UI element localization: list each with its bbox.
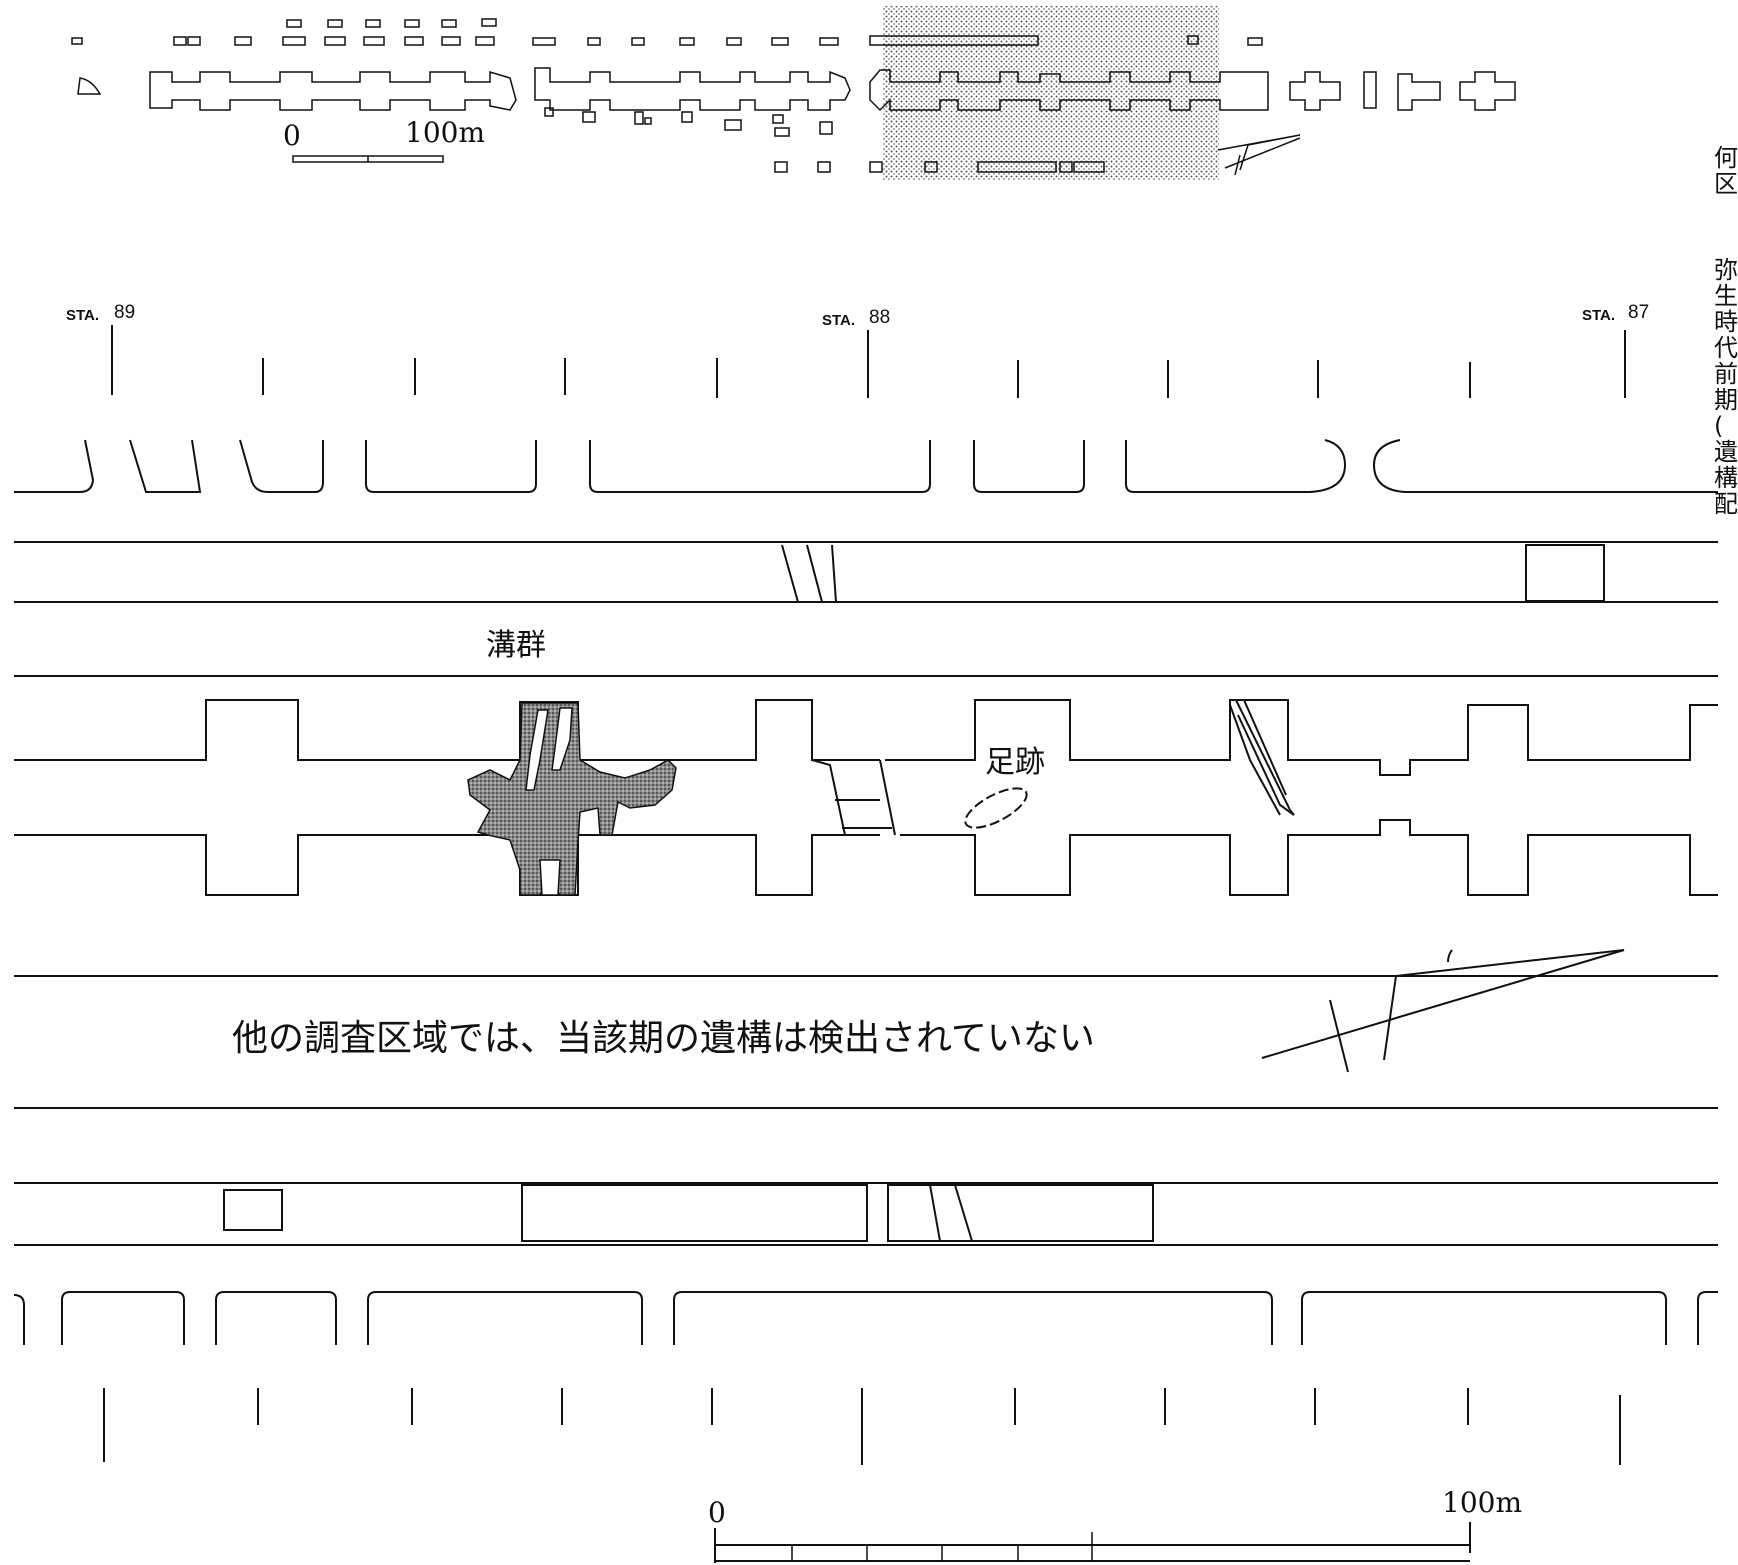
ditch-features-stippled [467, 702, 677, 896]
key-plan-scale-length: 100m [405, 116, 485, 149]
key-plan: 0 100m [71, 6, 1516, 180]
bottom-scale-length: 100m [1442, 1486, 1522, 1519]
station-ticks-top [111, 325, 1626, 398]
side-caption: 何 区 弥 生 時 代 前 期 ( 遺 構 配 [1714, 144, 1738, 518]
station-label-88: STA. 88 [822, 307, 890, 329]
svg-text:生: 生 [1714, 282, 1738, 310]
svg-text:遺: 遺 [1714, 438, 1738, 466]
svg-text:STA.: STA. [822, 312, 855, 329]
upper-strip [14, 541, 1718, 603]
svg-text:前: 前 [1714, 360, 1738, 388]
ditch-stippled-main [467, 702, 677, 896]
ditch-group-label: 溝群 [486, 628, 546, 663]
north-arrow-icon [1261, 949, 1625, 1073]
svg-text:期: 期 [1714, 386, 1738, 414]
footprint-outline [964, 787, 1028, 829]
lower-strip [14, 1107, 1718, 1246]
no-features-note: 他の調査区域では、当該期の遺構は検出されていない [232, 1018, 1095, 1059]
svg-text:区: 区 [1714, 170, 1738, 198]
svg-text:代: 代 [1714, 334, 1738, 362]
lower-trench-outlines [13, 1291, 1718, 1345]
key-plan-highlight-area [883, 6, 1219, 180]
upper-trench-outlines [14, 439, 1718, 493]
svg-text:構: 構 [1714, 464, 1738, 492]
key-plan-pit-markers [71, 18, 1263, 46]
upper-strip-feature-box [1525, 544, 1605, 602]
key-plan-lower-pits [544, 107, 1105, 173]
svg-text:時: 時 [1714, 308, 1738, 336]
svg-text:STA.: STA. [66, 307, 99, 324]
main-trench [14, 675, 1718, 977]
svg-text:88: 88 [869, 307, 890, 328]
svg-text:配: 配 [1714, 490, 1738, 518]
key-plan-strip [149, 67, 1516, 112]
station-label-87: STA. 87 [1582, 302, 1649, 324]
bottom-scale-zero: 0 [708, 1496, 726, 1529]
svg-text:STA.: STA. [1582, 307, 1615, 324]
svg-text:弥: 弥 [1714, 256, 1738, 284]
svg-text:何: 何 [1714, 144, 1738, 172]
bottom-scale-bar: 0 100m [708, 1486, 1522, 1563]
key-plan-north-arrow-icon [1217, 134, 1301, 176]
key-plan-scale-bar: 0 100m [283, 116, 485, 163]
svg-text:89: 89 [114, 302, 135, 323]
station-ticks-bottom [103, 1388, 1621, 1465]
diagonal-channel [1229, 699, 1295, 816]
station-label-89: STA. 89 [66, 302, 135, 324]
key-plan-triangle [77, 77, 102, 95]
footprints-label: 足跡 [985, 745, 1045, 780]
svg-text:(: ( [1714, 412, 1723, 440]
svg-text:87: 87 [1628, 302, 1649, 323]
key-plan-scale-zero: 0 [283, 119, 301, 152]
